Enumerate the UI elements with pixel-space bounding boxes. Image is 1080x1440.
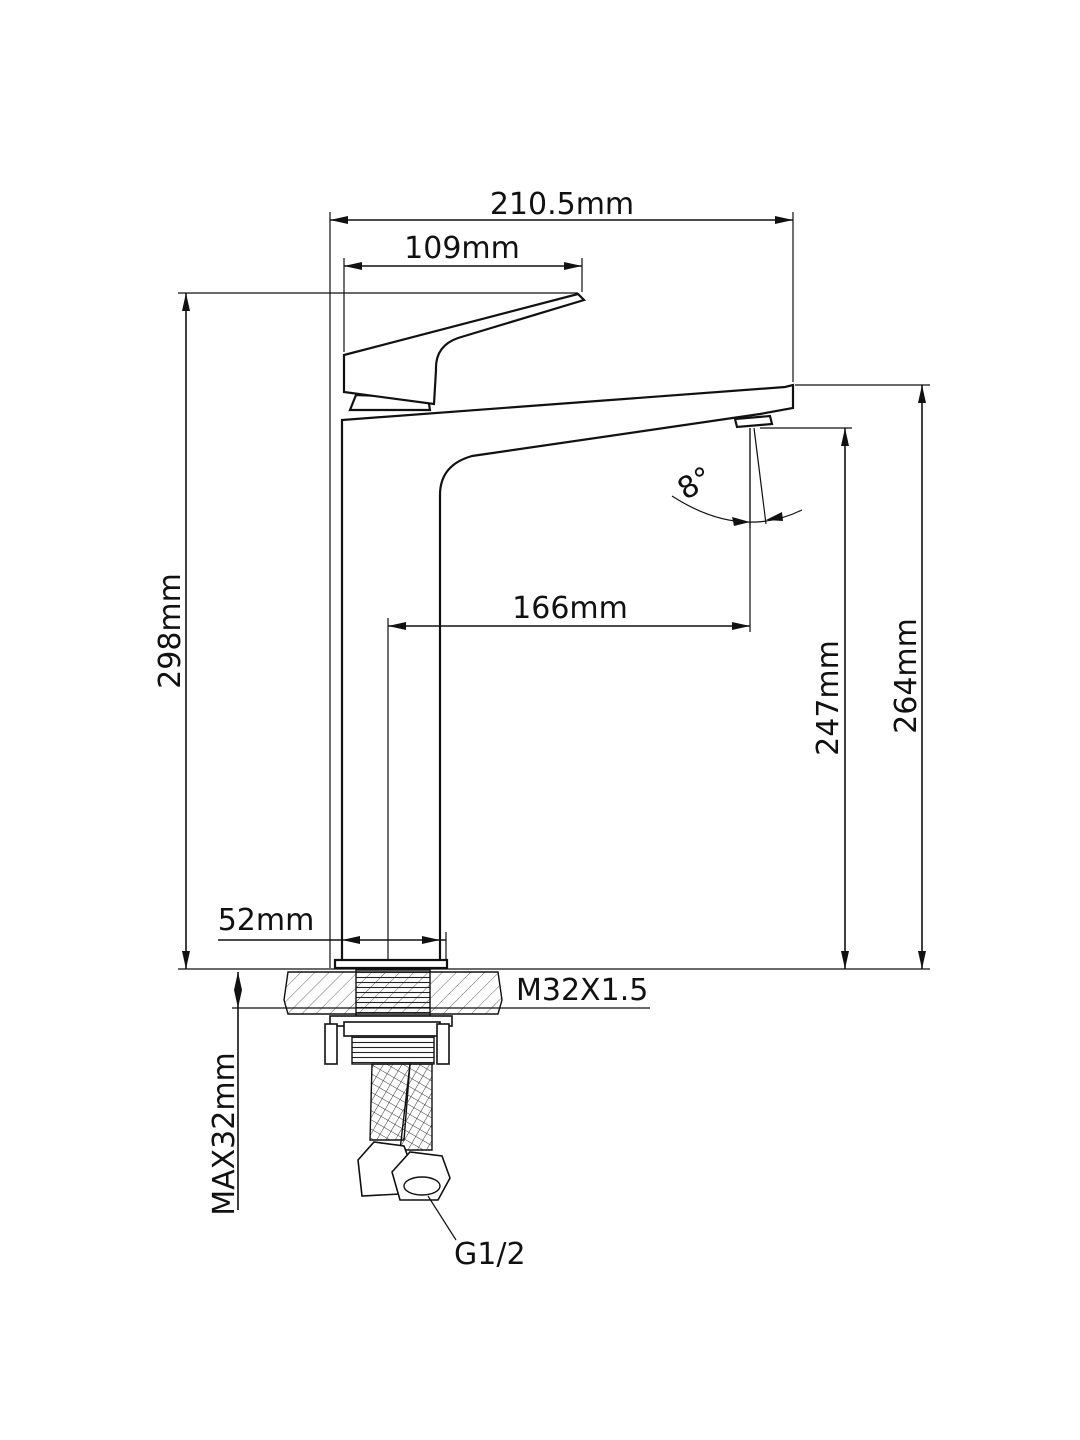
dim-hose-connection: G1/2 <box>427 1195 526 1272</box>
dim-spout-reach: 166mm <box>387 428 751 960</box>
dim-spout-outlet-height-label: 247mm <box>811 640 846 756</box>
dim-overall-width-label: 210.5mm <box>490 187 634 222</box>
dim-spout-top-height-label: 264mm <box>889 618 924 734</box>
dim-overall-width: 210.5mm <box>329 187 794 968</box>
dim-base-diameter-label: 52mm <box>218 903 315 938</box>
dim-hose-connection-label: G1/2 <box>454 1237 526 1272</box>
dim-thread: M32X1.5 <box>232 973 650 1009</box>
dim-base-diameter: 52mm <box>218 903 447 960</box>
dim-deck-thickness: MAX32mm <box>207 972 242 1216</box>
dim-handle-length-label: 109mm <box>404 231 520 266</box>
dim-spout-reach-label: 166mm <box>512 591 628 626</box>
dim-deck-thickness-label: MAX32mm <box>207 1052 242 1216</box>
dim-total-height-label: 298mm <box>153 573 188 689</box>
dim-handle-length: 109mm <box>343 231 583 352</box>
dim-thread-label: M32X1.5 <box>516 973 648 1008</box>
faucet-body <box>333 292 795 970</box>
dim-spout-outlet-height: 247mm <box>760 427 852 969</box>
dim-total-height: 298mm <box>153 292 930 970</box>
deck-section <box>283 969 503 1201</box>
dim-spray-angle: 8° <box>671 427 803 528</box>
dim-spout-top-height: 264mm <box>795 384 930 969</box>
